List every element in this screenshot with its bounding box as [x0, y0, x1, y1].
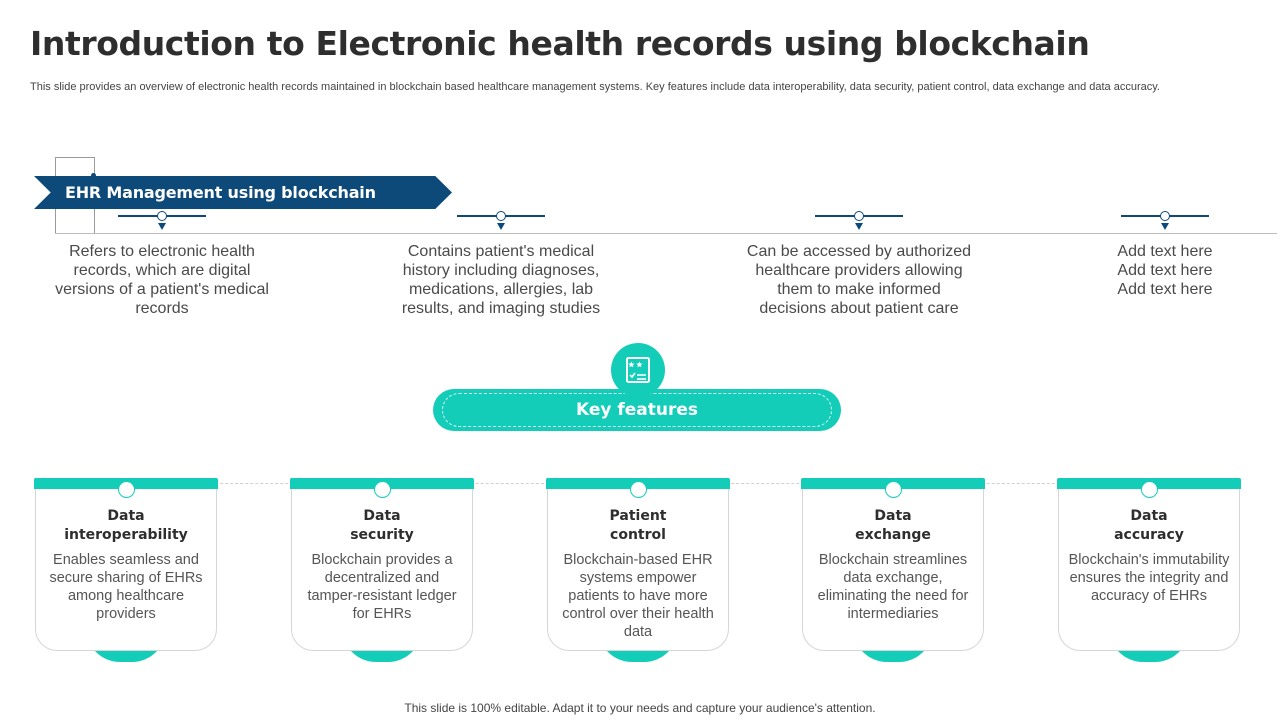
- timeline-marker-4: [1121, 208, 1209, 234]
- card-description: Blockchain streamlines data exchange, el…: [817, 552, 969, 622]
- card-dot: [1141, 481, 1158, 498]
- card-description: Blockchain's immutability ensures the in…: [1068, 552, 1230, 604]
- feature-card-interoperability: Data interoperability Enables seamless a…: [34, 478, 218, 664]
- feature-card-patient-control: Patient control Blockchain-based EHR sys…: [546, 478, 730, 664]
- ehr-point-3: Can be accessed by authorized healthcare…: [746, 243, 972, 317]
- card-title: Patient control: [609, 508, 667, 543]
- feature-card-exchange: Data exchange Blockchain streamlines dat…: [801, 478, 985, 664]
- timeline-marker-1: [118, 208, 206, 234]
- card-title: Data accuracy: [1114, 508, 1184, 543]
- timeline-marker-3: [815, 208, 903, 234]
- card-dot: [885, 481, 902, 498]
- page-subtitle: This slide provides an overview of elect…: [30, 81, 1160, 93]
- feature-card-security: Data security Blockchain provides a dece…: [290, 478, 474, 664]
- card-dot: [630, 481, 647, 498]
- ehr-point-4: Add text here Add text here Add text her…: [1117, 243, 1213, 298]
- bracket-dot: [91, 173, 96, 178]
- card-title: Data interoperability: [64, 508, 188, 543]
- ehr-point-2: Contains patient's medical history inclu…: [401, 243, 601, 317]
- page-title: Introduction to Electronic health record…: [30, 24, 1090, 63]
- card-description: Blockchain-based EHR systems empower pat…: [562, 552, 714, 640]
- footer-note: This slide is 100% editable. Adapt it to…: [404, 701, 876, 715]
- ehr-point-1: Refers to electronic health records, whi…: [55, 243, 269, 317]
- card-dot: [118, 481, 135, 498]
- card-title: Data security: [350, 508, 414, 543]
- checklist-stars-icon: [611, 343, 665, 397]
- ehr-banner-label: EHR Management using blockchain: [65, 183, 376, 202]
- card-description: Enables seamless and secure sharing of E…: [49, 552, 203, 622]
- card-dot: [374, 481, 391, 498]
- timeline-marker-2: [457, 208, 545, 234]
- timeline-line: [55, 233, 1277, 234]
- card-description: Blockchain provides a decentralized and …: [307, 552, 457, 622]
- feature-card-accuracy: Data accuracy Blockchain's immutability …: [1057, 478, 1241, 664]
- key-features-label: Key features: [575, 400, 699, 420]
- card-title: Data exchange: [855, 508, 931, 543]
- ehr-banner: [34, 176, 452, 209]
